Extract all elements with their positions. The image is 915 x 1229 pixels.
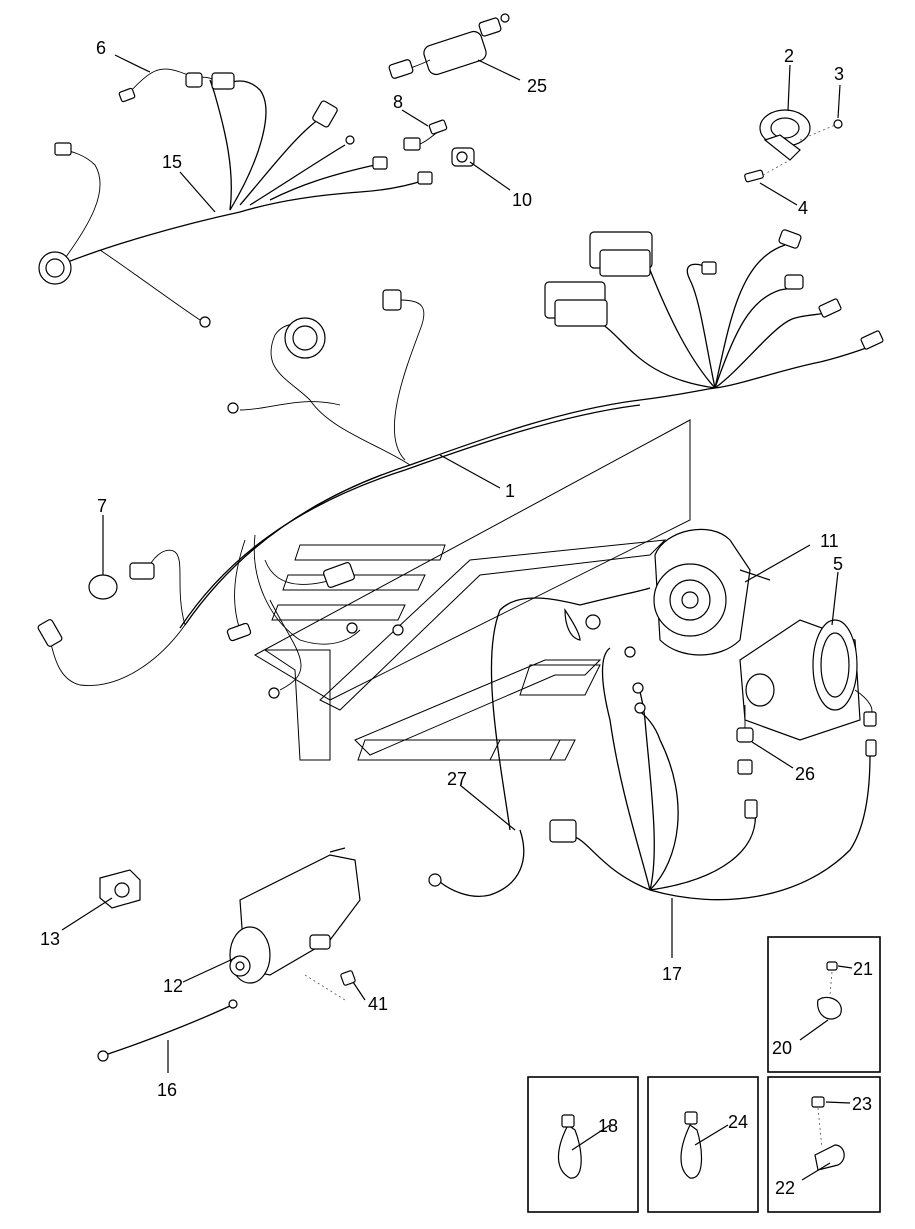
callout-18: 18: [598, 1116, 618, 1136]
callout-7: 7: [97, 496, 107, 516]
callout-12: 12: [163, 976, 183, 996]
fuel-solenoid-25: [388, 13, 510, 79]
callout-5: 5: [833, 554, 843, 574]
battery-cables: [428, 587, 877, 901]
callout-27: 27: [447, 769, 467, 789]
horn-2: [744, 109, 843, 183]
leader-lines: [61, 54, 853, 1181]
callout-24: 24: [728, 1112, 748, 1132]
callout-17: 17: [662, 964, 682, 984]
callout-2: 2: [784, 46, 794, 66]
callout-13: 13: [40, 929, 60, 949]
callout-41: 41: [368, 994, 388, 1014]
callout-26: 26: [795, 764, 815, 784]
main-harness: [37, 229, 884, 699]
callout-21: 21: [853, 959, 873, 979]
callout-10: 10: [512, 190, 532, 210]
callout-4: 4: [798, 198, 808, 218]
relay-13: [99, 869, 141, 909]
callout-3: 3: [834, 64, 844, 84]
alternator-11: [653, 528, 771, 656]
callout-23: 23: [852, 1094, 872, 1114]
callout-25: 25: [527, 76, 547, 96]
sensors-8-10: [403, 119, 475, 167]
callout-6: 6: [96, 38, 106, 58]
callout-11: 11: [820, 531, 839, 551]
callout-8: 8: [393, 92, 403, 112]
switch-7: [88, 562, 155, 600]
callout-20: 20: [772, 1038, 792, 1058]
callout-16: 16: [157, 1080, 177, 1100]
callout-22: 22: [775, 1178, 795, 1198]
starter-motor-12: [229, 847, 361, 1001]
callout-15: 15: [162, 152, 182, 172]
ground-cable-16: [97, 999, 238, 1062]
engine-harness-15: [38, 68, 433, 328]
detail-boxes: [527, 936, 881, 1213]
callout-labels: 1 2 3 4 5 6 7 8 10 11 12 13 15 16 17 18 …: [40, 38, 873, 1198]
callout-1: 1: [505, 481, 515, 501]
ac-compressor-5: [736, 619, 877, 775]
watermark-logo: [253, 419, 691, 761]
